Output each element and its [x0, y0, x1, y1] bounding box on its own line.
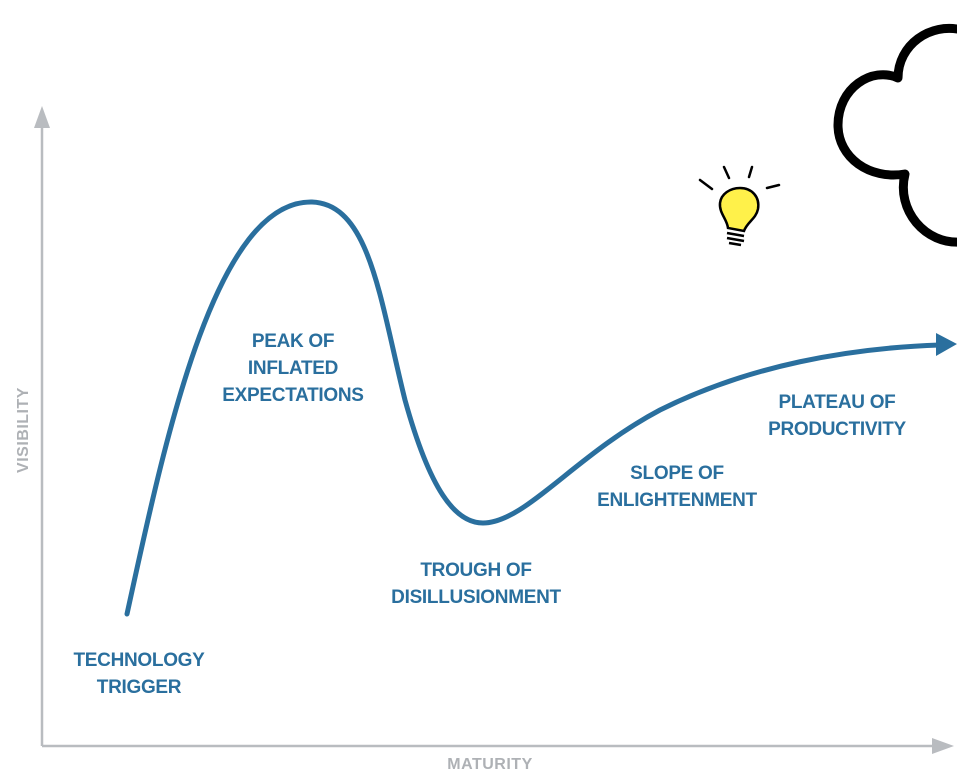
phase-plateau-of-productivity: PLATEAU OF PRODUCTIVITY: [768, 389, 906, 443]
y-axis-label: VISIBILITY: [15, 387, 32, 473]
phase-slope-of-enlightenment: SLOPE OF ENLIGHTENMENT: [597, 460, 757, 514]
phase-label-line: PRODUCTIVITY: [768, 419, 906, 440]
phase-label-line: TRIGGER: [96, 677, 182, 698]
phase-label-line: PEAK OF: [251, 331, 335, 352]
bulb-ray: [722, 165, 731, 180]
phase-label-line: EXPECTATIONS: [222, 385, 364, 406]
lightbulb-icon: [698, 165, 781, 247]
x-axis-arrowhead: [932, 738, 954, 754]
bulb-ray: [765, 183, 781, 190]
phase-label-line: INFLATED: [247, 358, 339, 379]
phase-trough-of-disillusionment: TROUGH OF DISILLUSIONMENT: [391, 557, 561, 611]
phase-label-line: SLOPE OF: [630, 463, 724, 484]
bulb-ray: [698, 178, 714, 191]
bulb-base-line: [726, 231, 745, 238]
bulb-base-line: [726, 236, 745, 243]
phase-peak-of-inflated-expectations: PEAK OF INFLATED EXPECTATIONS: [222, 328, 364, 409]
phase-label-line: ENLIGHTENMENT: [597, 490, 757, 511]
x-axis-label: MATURITY: [447, 756, 533, 773]
cloud-icon: [833, 24, 957, 247]
bulb-ray: [747, 165, 754, 179]
phase-label-line: TECHNOLOGY: [73, 650, 205, 671]
bulb-base-line: [728, 241, 742, 247]
phase-label-line: PLATEAU OF: [778, 392, 896, 413]
y-axis-arrowhead: [34, 106, 50, 128]
phase-label-line: DISILLUSIONMENT: [391, 587, 561, 608]
curve-arrowhead: [936, 333, 957, 356]
phase-label-line: TROUGH OF: [420, 560, 532, 581]
hype-curve: [124, 199, 943, 617]
bulb-glass: [718, 186, 760, 233]
phase-technology-trigger: TECHNOLOGY TRIGGER: [73, 647, 204, 701]
